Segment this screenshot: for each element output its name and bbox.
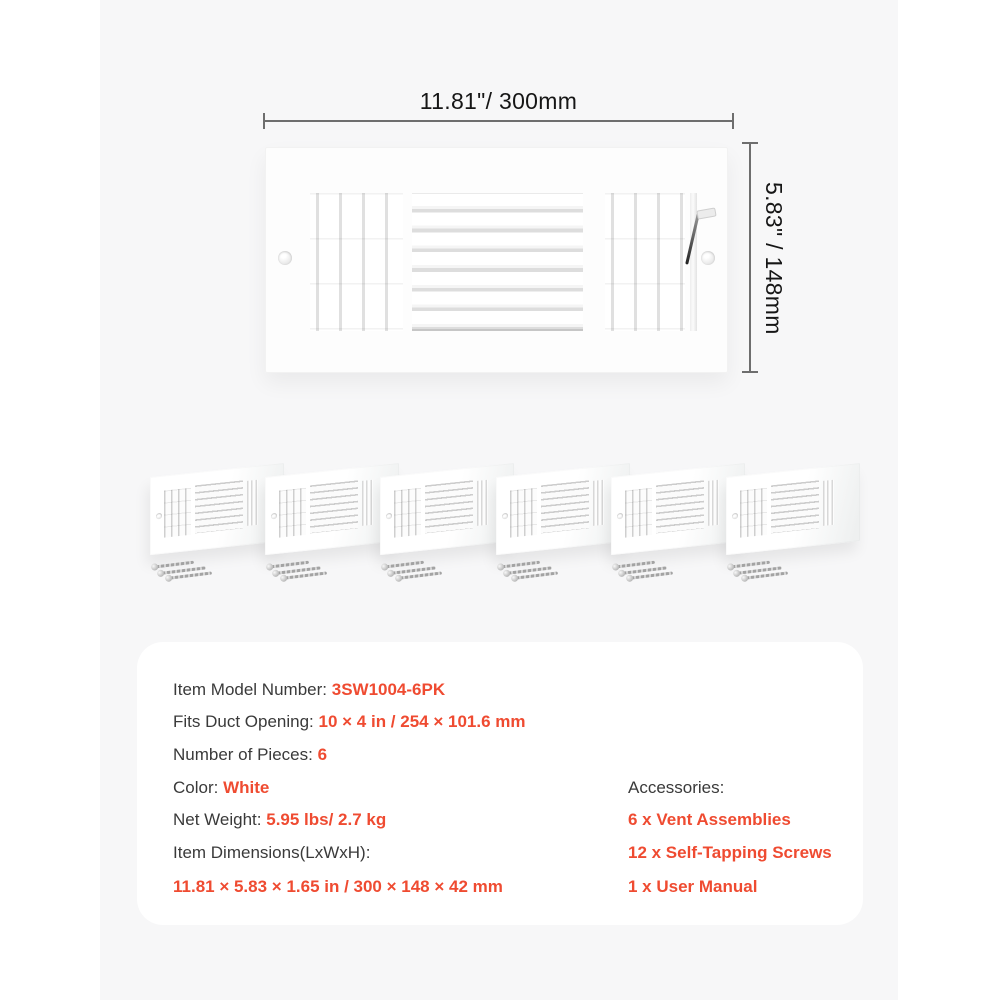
screw-hole-icon	[278, 251, 292, 265]
vent-plate-graphic	[611, 463, 745, 556]
right-louvers-graphic	[823, 479, 834, 526]
vent-plate-graphic	[265, 463, 399, 556]
screws-graphic	[265, 560, 345, 583]
screw-hole-icon	[732, 512, 738, 520]
right-louvers-graphic	[247, 479, 258, 526]
spec-row-dimensions-value: 11.81 × 5.83 × 1.65 in / 300 × 148 × 42 …	[173, 876, 503, 898]
screw-hole-icon	[271, 512, 277, 520]
screw-hole-icon	[617, 512, 623, 520]
dimension-tick	[742, 142, 758, 144]
spec-panel: Item Model Number: 3SW1004-6PK Fits Duct…	[137, 642, 863, 925]
width-dimension-line	[264, 120, 733, 122]
left-louvers-graphic	[164, 487, 191, 538]
vent-assembly-graphic	[150, 463, 284, 583]
screw-icon	[270, 560, 310, 569]
screw-hole-icon	[502, 512, 508, 520]
screw-icon	[616, 560, 656, 569]
spec-value: White	[223, 778, 270, 797]
screws-graphic	[726, 560, 806, 583]
left-louvers-graphic	[394, 487, 421, 538]
dimension-tick	[732, 113, 734, 129]
center-louvers-graphic	[656, 480, 704, 534]
left-louvers-graphic	[279, 487, 306, 538]
spec-value: 11.81 × 5.83 × 1.65 in / 300 × 148 × 42 …	[173, 877, 503, 896]
screws-graphic	[496, 560, 576, 583]
damper-slot-graphic	[690, 193, 697, 331]
screw-icon	[385, 560, 425, 569]
spec-label: Fits Duct Opening:	[173, 712, 319, 731]
dimension-tick	[263, 113, 265, 129]
center-louvers-graphic	[412, 193, 583, 331]
accessories-title: Accessories:	[628, 778, 725, 797]
spec-label: Number of Pieces:	[173, 745, 318, 764]
width-dimension-label: 11.81"/ 300mm	[419, 88, 578, 114]
screw-icon	[501, 560, 541, 569]
vent-assembly-graphic	[611, 463, 745, 583]
damper-handle-icon	[696, 207, 717, 220]
screw-icon	[155, 560, 195, 569]
screw-icon	[731, 560, 771, 569]
screw-hole-icon	[156, 512, 162, 520]
accessory-item: 12 x Self-Tapping Screws	[628, 843, 832, 862]
spec-row-weight: Net Weight: 5.95 lbs/ 2.7 kg	[173, 809, 386, 831]
vent-assembly-graphic	[496, 463, 630, 583]
spec-label: Net Weight:	[173, 810, 267, 829]
right-louvers-graphic	[477, 479, 488, 526]
spec-label: Item Model Number:	[173, 680, 332, 699]
accessory-item: 1 x User Manual	[628, 877, 758, 896]
vent-plate-graphic	[496, 463, 630, 556]
screw-hole-icon	[701, 251, 715, 265]
center-louvers-graphic	[771, 480, 819, 534]
screws-graphic	[150, 560, 230, 583]
right-louvers-graphic	[362, 479, 373, 526]
spec-value: 10 × 4 in / 254 × 101.6 mm	[318, 712, 526, 731]
right-louvers-graphic	[605, 193, 685, 331]
left-louvers-graphic	[740, 487, 767, 538]
screw-hole-icon	[386, 512, 392, 520]
spec-row-color: Color: White	[173, 777, 269, 799]
vent-plate-graphic	[726, 463, 860, 556]
height-dimension-line	[749, 143, 751, 373]
spec-value: 3SW1004-6PK	[331, 680, 446, 699]
spec-value: 6	[317, 745, 328, 764]
accessory-item: 6 x Vent Assemblies	[628, 810, 791, 829]
spec-label: Item Dimensions(LxWxH):	[173, 843, 371, 862]
spec-row-duct-opening: Fits Duct Opening: 10 × 4 in / 254 × 101…	[173, 711, 526, 733]
vent-plate-graphic	[380, 463, 514, 556]
spec-row-dimensions-label: Item Dimensions(LxWxH):	[173, 842, 370, 864]
left-louvers-graphic	[310, 193, 403, 331]
left-louvers-graphic	[625, 487, 652, 538]
spec-row-model: Item Model Number: 3SW1004-6PK	[173, 679, 445, 701]
height-dimension-label: 5.83" / 148mm	[761, 181, 787, 335]
dimension-tick	[742, 371, 758, 373]
screws-graphic	[380, 560, 460, 583]
center-louvers-graphic	[310, 480, 358, 534]
vent-assembly-graphic	[726, 463, 860, 583]
spec-label: Color:	[173, 778, 224, 797]
right-louvers-graphic	[708, 479, 719, 526]
left-louvers-graphic	[510, 487, 537, 538]
center-louvers-graphic	[195, 480, 243, 534]
vent-assembly-graphic	[265, 463, 399, 583]
vent-cover-drawing	[265, 147, 728, 373]
screws-graphic	[611, 560, 691, 583]
right-louvers-graphic	[593, 479, 604, 526]
spec-row-pieces: Number of Pieces: 6	[173, 744, 327, 766]
vent-assembly-graphic	[380, 463, 514, 583]
vent-plate-graphic	[150, 463, 284, 556]
center-louvers-graphic	[425, 480, 473, 534]
center-louvers-graphic	[541, 480, 589, 534]
spec-value: 5.95 lbs/ 2.7 kg	[266, 810, 387, 829]
